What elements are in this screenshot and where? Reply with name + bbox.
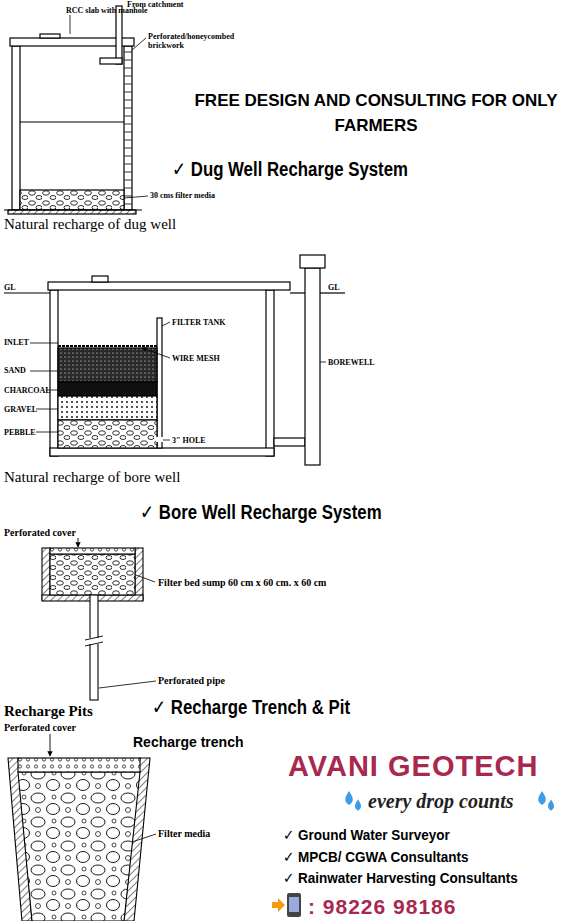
ground-level-label: GL <box>328 283 340 292</box>
leader-arrow <box>78 538 79 547</box>
filter-media <box>20 190 124 210</box>
figure-caption: Recharge trench <box>133 734 243 750</box>
perforated-cover <box>50 548 135 554</box>
leader-line <box>132 38 146 50</box>
manhole <box>92 276 108 282</box>
part-label: BOREWELL <box>328 358 375 367</box>
layer-label: PEBBLE <box>4 428 36 437</box>
part-label: Perforated cover <box>4 722 76 733</box>
section-heading: ✓ Recharge Trench & Pit <box>152 695 350 719</box>
bore-well <box>4 255 345 465</box>
leader-arrow <box>50 734 51 756</box>
pit-wall <box>42 548 50 600</box>
perforated-pipe <box>90 595 98 700</box>
chamber-slab <box>48 282 290 290</box>
part-label: INLET <box>4 338 29 347</box>
part-label: Perforated/honeycombed brickwork <box>148 32 248 50</box>
break-mark <box>85 636 103 646</box>
leader-line <box>99 681 156 688</box>
part-label: FILTER TANK <box>172 318 225 327</box>
layer-label: GRAVEL <box>4 405 37 414</box>
section-heading: ✓ Dug Well Recharge System <box>172 157 408 181</box>
part-label: 30 cms filter media <box>150 191 215 200</box>
brand-name: AVANI GEOTECH <box>288 750 538 783</box>
borewell-pipe <box>305 268 320 465</box>
inlet-pipe <box>100 58 122 64</box>
perforated-wall <box>124 46 132 210</box>
service-item: ✓ Ground Water Surveyor <box>283 826 450 844</box>
break-gap <box>85 638 103 644</box>
layer-label: CHARCOAL <box>4 386 51 395</box>
well-base <box>8 210 136 214</box>
connecting-pipe <box>274 438 305 446</box>
ground-line <box>4 209 142 210</box>
ground-line <box>4 292 50 293</box>
figure-caption: Natural recharge of bore well <box>4 469 180 486</box>
leader-line <box>30 371 58 372</box>
filter-bed <box>50 554 135 595</box>
recharge-pit <box>42 538 156 700</box>
water-level <box>20 121 124 122</box>
chamber-wall <box>266 290 274 456</box>
ground-line <box>320 292 345 293</box>
gravel-layer <box>58 396 157 420</box>
tank-wall <box>157 318 162 448</box>
dimension-label: Filter bed sump 60 cm x 60 cm. x 60 cm <box>158 577 326 588</box>
section-heading: ✓ Bore Well Recharge System <box>140 500 382 524</box>
phone-icon <box>287 893 301 917</box>
figure-caption: Natural recharge of dug well <box>4 216 176 233</box>
leader-line <box>320 362 326 363</box>
ground-line <box>290 292 305 293</box>
chamber-wall <box>50 290 58 456</box>
part-label: Perforated cover <box>4 527 76 538</box>
water-drop <box>355 800 361 811</box>
water-drop <box>548 800 554 811</box>
part-label: WIRE MESH <box>172 354 220 363</box>
arrow-icon <box>272 898 285 912</box>
wire-mesh <box>58 345 157 347</box>
figure-caption: Recharge Pits <box>4 703 93 720</box>
water-drop <box>538 791 546 805</box>
filter-media <box>18 772 140 921</box>
recharge-trench <box>8 734 156 921</box>
leader-line <box>124 196 148 198</box>
ground-level-label: GL <box>4 283 16 292</box>
well-wall <box>12 46 20 210</box>
leader-line <box>70 15 71 34</box>
leader-line <box>36 409 58 410</box>
chamber-floor <box>50 448 274 456</box>
brick-joints <box>124 52 132 204</box>
perforated-cover <box>18 758 140 772</box>
dug-well <box>4 6 148 214</box>
pit-wall <box>135 548 143 600</box>
sand-layer <box>58 348 157 382</box>
charcoal-layer <box>58 382 157 396</box>
leader-line <box>162 322 170 326</box>
phone-screen <box>289 897 299 912</box>
leader-line <box>163 440 170 441</box>
borewell-cap <box>300 255 325 268</box>
part-label: Perforated pipe <box>158 675 225 686</box>
leader-line <box>132 834 156 842</box>
manhole <box>40 34 60 38</box>
tagline: every drop counts <box>368 790 514 813</box>
water-drop <box>345 791 353 805</box>
hole <box>156 437 163 442</box>
page-title: FREE DESIGN AND CONSULTING FOR ONLY FARM… <box>180 88 572 138</box>
service-item: ✓ Rainwater Harvesting Consultants <box>283 869 518 887</box>
leader-arrow <box>142 348 170 358</box>
leader-line <box>36 432 58 433</box>
part-label: 3" HOLE <box>172 436 206 445</box>
part-label: From catchment <box>127 0 184 9</box>
part-label: Filter media <box>158 828 210 839</box>
service-item: ✓ MPCB/ CGWA Consultants <box>283 848 469 866</box>
leader-line <box>136 575 155 582</box>
phone-number: : 98226 98186 <box>308 895 456 919</box>
leader-line <box>30 343 58 344</box>
pebble-layer <box>58 420 157 448</box>
layer-label: SAND <box>4 366 26 375</box>
